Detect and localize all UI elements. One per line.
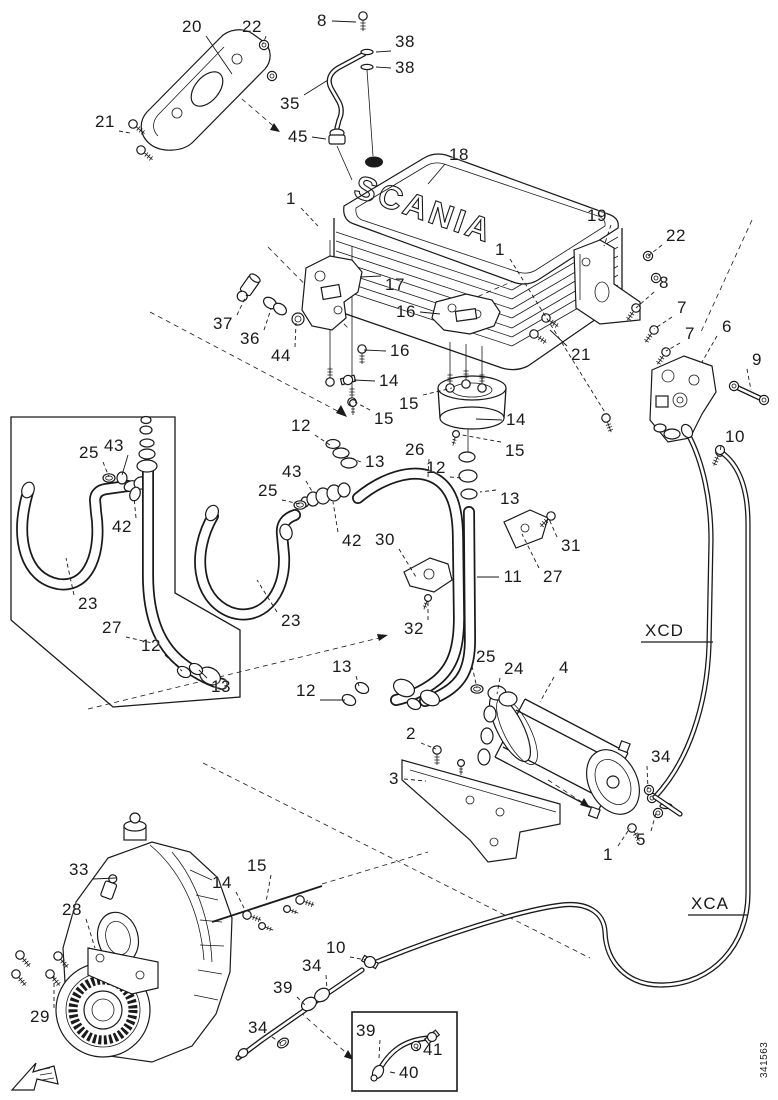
inset-box-hose-41 (351, 1011, 458, 1092)
leader-line-25 (471, 665, 478, 689)
bracket-17 (301, 255, 367, 416)
leader-line-7 (665, 342, 681, 352)
direction-arrow-icon (10, 1062, 59, 1091)
leader-line-19 (603, 224, 612, 247)
leader-line-40 (389, 1071, 396, 1074)
section-label-xca: XCA (688, 894, 748, 916)
cylinder-4 (470, 684, 683, 844)
fittings-37-36-44 (236, 273, 305, 326)
leader-line-27 (125, 636, 153, 644)
bracket-16 (431, 293, 501, 335)
leader-line-35 (303, 79, 329, 96)
leader-line-12 (164, 654, 183, 672)
leader-line-8 (331, 20, 357, 23)
leader-line-6 (701, 335, 718, 363)
leader-line-30 (398, 548, 417, 578)
leader-line-24 (496, 677, 501, 695)
clamp-27-31 (503, 509, 558, 549)
leader-line-37 (236, 293, 248, 316)
hose-27-inset (129, 415, 228, 690)
tube-bottom (235, 967, 365, 1061)
leader-line-3 (403, 778, 427, 782)
leader-line-21 (549, 329, 568, 347)
leader-line-14 (353, 379, 376, 382)
leader-line-1 (509, 258, 607, 415)
svg-text:XCA: XCA (691, 894, 729, 913)
gearbox-33 (9, 812, 323, 1063)
leader-line-45 (311, 136, 327, 140)
leader-line-44 (294, 322, 297, 348)
leader-line-34 (271, 1036, 282, 1044)
leader-line-34 (325, 974, 328, 990)
leader-line-43 (305, 480, 314, 494)
hose-26 (293, 438, 466, 707)
section-label-xcd: XCD (641, 621, 713, 643)
leader-line-4 (539, 676, 555, 703)
leader-line-10 (719, 445, 722, 453)
leader-line-38 (375, 66, 392, 69)
bracket-3 (401, 745, 561, 863)
leader-line-42 (133, 496, 137, 519)
leader-line-20 (205, 35, 233, 75)
leader-line-18 (427, 163, 446, 185)
link-9 (728, 380, 770, 406)
leader-line-27 (521, 533, 540, 569)
drawing-number: 341563 (759, 1042, 770, 1078)
bracket-20 (126, 29, 278, 164)
valve-6 (600, 301, 727, 468)
leader-line-39 (296, 996, 306, 1006)
leader-line-39 (378, 1039, 381, 1059)
leader-line-15 (265, 874, 272, 903)
leader-line-25 (281, 499, 301, 505)
leader-line-13 (198, 669, 208, 679)
leader-line-9 (746, 368, 752, 391)
leader-line-22 (262, 35, 267, 45)
leader-line-25 (102, 461, 110, 478)
leader-line-16 (419, 311, 441, 315)
leader-lines (53, 20, 752, 1074)
cable-xcd (646, 423, 714, 804)
leader-line-36 (263, 308, 272, 331)
leader-line-31 (548, 518, 558, 538)
leader-line-42 (332, 501, 339, 533)
leader-line-23 (65, 557, 75, 596)
leader-line-17 (359, 275, 382, 278)
leader-line-33 (92, 877, 117, 880)
leader-line-13 (479, 489, 497, 493)
leader-line-10 (349, 956, 367, 961)
leader-line-5 (650, 812, 657, 832)
leader-line-41 (414, 1046, 420, 1051)
inset-panel (10, 416, 241, 708)
hose-23-right (194, 504, 301, 621)
leader-line-23 (256, 579, 278, 613)
leader-line-14 (235, 891, 247, 913)
leader-line-38 (375, 50, 392, 53)
leader-line-16 (363, 349, 387, 352)
leader-line-28 (85, 918, 96, 949)
leader-line-15 (354, 401, 371, 411)
leader-line-1 (300, 207, 319, 227)
pipe-35 (326, 11, 374, 181)
hose-23-left (16, 471, 149, 591)
leader-line-1 (617, 827, 631, 847)
clamp-30 (403, 557, 453, 612)
leader-line-21 (118, 130, 131, 134)
leader-line-7 (653, 316, 673, 330)
leader-line-13 (345, 455, 362, 463)
leader-line-26 (427, 458, 430, 478)
leader-line-14 (475, 418, 503, 421)
leader-line-43 (121, 454, 129, 476)
leader-line-13 (355, 675, 360, 687)
leader-line-2 (420, 742, 437, 750)
leader-line-22 (647, 244, 663, 257)
cable-xca (360, 444, 751, 988)
leader-line-12 (449, 476, 463, 479)
leader-line-15 (422, 387, 453, 396)
bracket-19 (527, 239, 662, 347)
leader-line-34 (646, 765, 649, 790)
svg-text:XCD: XCD (645, 621, 684, 640)
leader-line-12 (314, 434, 331, 446)
